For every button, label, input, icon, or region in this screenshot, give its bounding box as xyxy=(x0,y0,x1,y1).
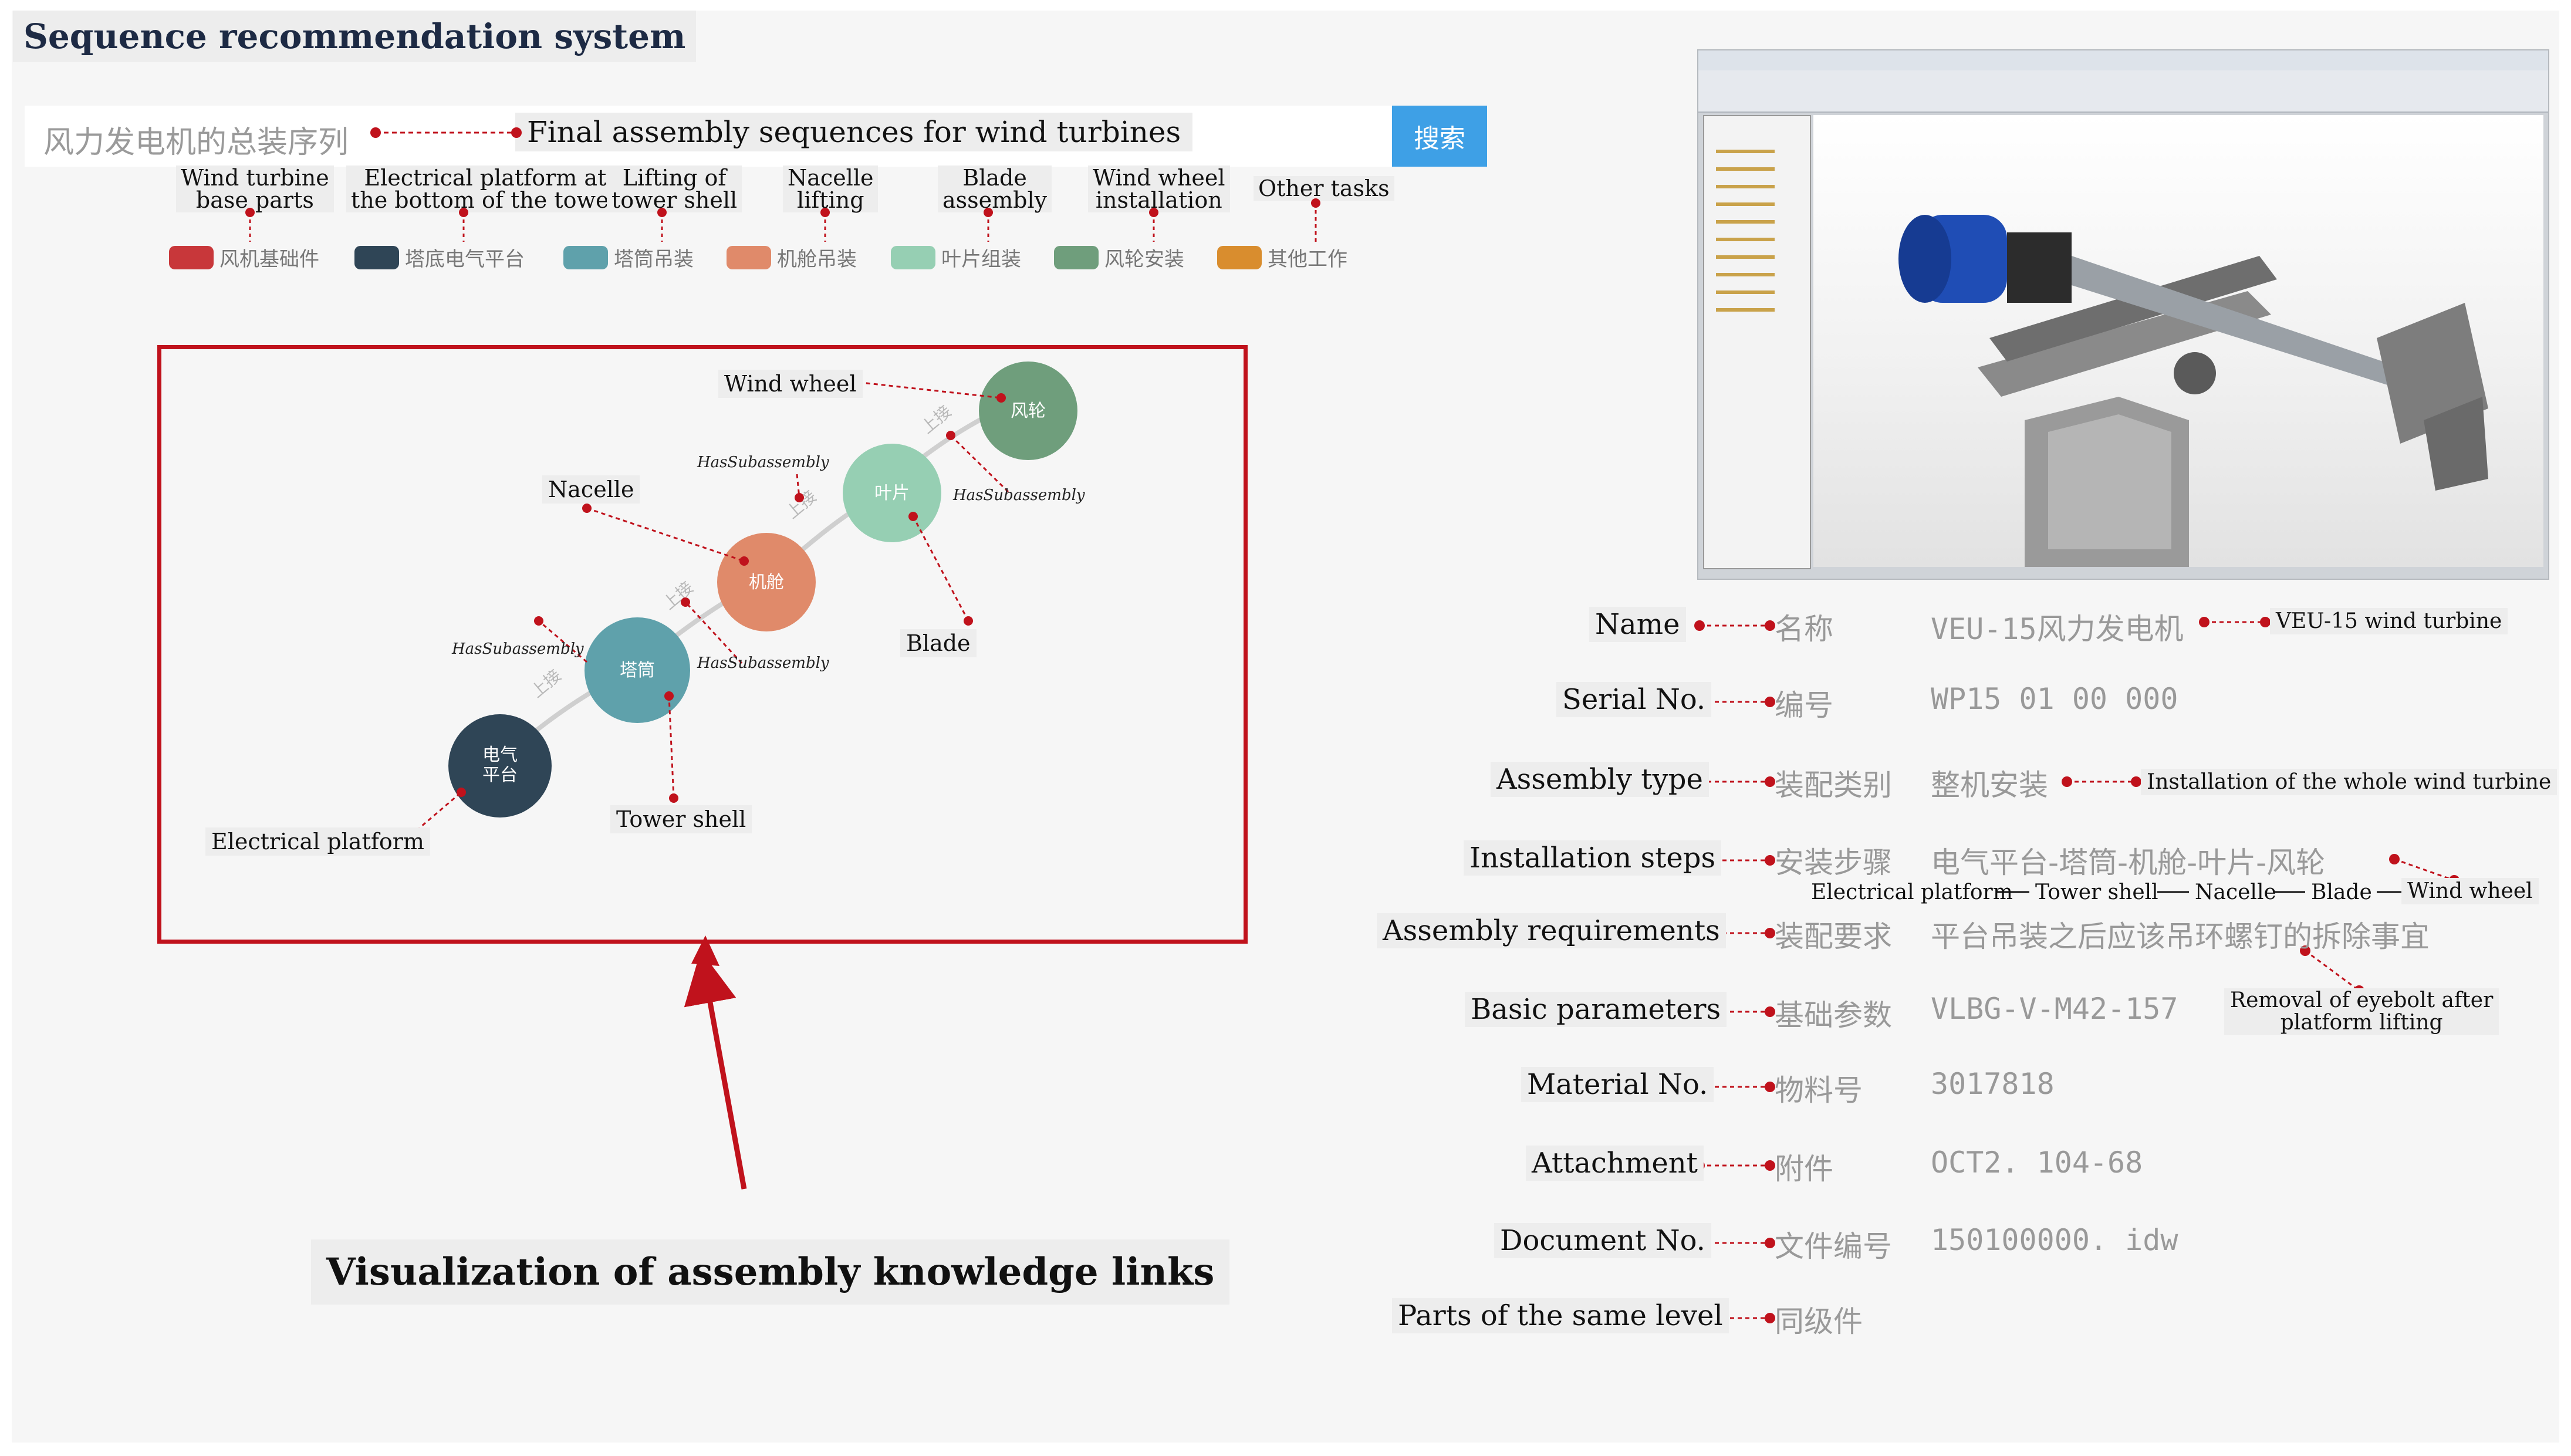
edge-label: 上接 xyxy=(659,577,697,613)
step-translation: Electrical platform xyxy=(1811,880,2013,904)
graph-node-blade[interactable]: 叶片 xyxy=(843,444,941,542)
property-note-assembly-type: Installation of the whole wind turbine xyxy=(2141,769,2558,795)
legend-swatch xyxy=(1217,245,1262,269)
property-label-serial: Serial No. xyxy=(1556,682,1712,717)
property-label-attachment: Attachment xyxy=(1526,1146,1704,1181)
category-label: Wind turbine base parts xyxy=(176,165,334,212)
graph-node-wind-wheel[interactable]: 风轮 xyxy=(979,362,1077,460)
visualization-caption: Visualization of assembly knowledge link… xyxy=(311,1239,1230,1305)
legend-swatch xyxy=(169,245,214,269)
property-key-installation-steps: 安装步骤 xyxy=(1775,846,1892,880)
property-value-assembly-type[interactable]: 整机安装 xyxy=(1931,768,2048,802)
wind-turbine-model-icon xyxy=(1898,215,2488,567)
property-key-attachment: 附件 xyxy=(1775,1152,1833,1186)
category-label: Lifting of tower shell xyxy=(607,165,742,212)
category-label: Wind wheel installation xyxy=(1088,165,1230,212)
legend-swatch xyxy=(563,245,608,269)
edge-label: 上接 xyxy=(782,487,820,522)
property-value-basic-parameters[interactable]: VLBG-V-M42-157 xyxy=(1931,992,2178,1026)
legend-swatch xyxy=(727,245,771,269)
property-note-name: VEU-15 wind turbine xyxy=(2270,608,2508,634)
search-translation: Final assembly sequences for wind turbin… xyxy=(515,113,1193,151)
property-key-name: 名称 xyxy=(1775,612,1833,646)
node-label: 叶片 xyxy=(874,483,910,504)
category-label: Other tasks xyxy=(1254,176,1394,201)
legend-swatch xyxy=(354,245,399,269)
cad-model-tree xyxy=(1703,115,1811,569)
node-label: 电气平台 xyxy=(482,745,518,786)
node-annotation: Nacelle xyxy=(542,475,640,504)
cad-3d-viewport[interactable] xyxy=(1813,115,2543,567)
property-value-attachment[interactable]: OCT2. 104-68 xyxy=(1931,1146,2143,1180)
legend-item[interactable]: 其他工作 xyxy=(1217,243,1347,272)
search-query-text: 风力发电机的总装序列 xyxy=(43,125,349,160)
category-label: Blade assembly xyxy=(938,165,1052,212)
node-label: 机舱 xyxy=(749,572,784,593)
property-key-document-no: 文件编号 xyxy=(1775,1229,1892,1264)
graph-node-electrical-platform[interactable]: 电气平台 xyxy=(448,714,552,817)
cad-menubar xyxy=(1698,50,2548,72)
relation-label: HasSubassembly xyxy=(697,454,829,471)
property-value-material-no[interactable]: 3017818 xyxy=(1931,1067,2055,1101)
relation-label: HasSubassembly xyxy=(952,487,1085,504)
legend-item[interactable]: 风轮安装 xyxy=(1054,243,1184,272)
relation-label: HasSubassembly xyxy=(451,640,584,658)
node-annotation: Wind wheel xyxy=(718,370,863,398)
category-label: Electrical platform at the bottom of the… xyxy=(346,165,624,212)
property-key-material-no: 物料号 xyxy=(1775,1073,1863,1107)
graph-node-tower-shell[interactable]: 塔筒 xyxy=(585,617,690,723)
legend-item[interactable]: 叶片组装 xyxy=(891,243,1021,272)
property-key-basic-parameters: 基础参数 xyxy=(1775,998,1892,1032)
edge-label: 上接 xyxy=(527,665,565,701)
legend-item[interactable]: 风机基础件 xyxy=(169,243,319,272)
property-value-assembly-requirements[interactable]: 平台吊装之后应该吊环螺钉的拆除事宜 xyxy=(1931,920,2430,954)
property-note-assembly-requirements: Removal of eyebolt after platform liftin… xyxy=(2224,988,2499,1035)
cad-screenshot xyxy=(1697,49,2549,580)
legend-swatch xyxy=(1054,245,1099,269)
property-value-name[interactable]: VEU-15风力发电机 xyxy=(1931,612,2184,646)
property-key-same-level-parts: 同级件 xyxy=(1775,1305,1863,1339)
property-label-assembly-requirements: Assembly requirements xyxy=(1377,913,1726,948)
search-button[interactable]: 搜索 xyxy=(1392,106,1487,167)
property-key-assembly-requirements: 装配要求 xyxy=(1775,920,1892,954)
step-translation: Nacelle xyxy=(2195,880,2276,904)
property-key-assembly-type: 装配类别 xyxy=(1775,768,1892,802)
node-label: 风轮 xyxy=(1011,401,1046,421)
property-value-serial[interactable]: WP15 01 00 000 xyxy=(1931,682,2178,716)
property-label-assembly-type: Assembly type xyxy=(1491,762,1709,797)
step-translation: Tower shell xyxy=(2035,880,2158,904)
property-note-installation-steps: Wind wheel xyxy=(2401,878,2539,904)
property-key-serial: 编号 xyxy=(1775,688,1833,722)
page-title: Sequence recommendation system xyxy=(13,11,697,62)
legend-item[interactable]: 塔筒吊装 xyxy=(563,243,694,272)
node-label: 塔筒 xyxy=(620,660,655,681)
legend-swatch xyxy=(891,245,935,269)
property-label-document-no: Document No. xyxy=(1494,1223,1711,1258)
property-label-material-no: Material No. xyxy=(1521,1067,1714,1102)
relation-label: HasSubassembly xyxy=(697,654,829,672)
property-label-name: Name xyxy=(1589,607,1686,642)
cad-toolbar xyxy=(1698,70,2548,113)
node-annotation: Tower shell xyxy=(610,805,752,833)
property-label-same-level-parts: Parts of the same level xyxy=(1392,1298,1729,1333)
property-label-installation-steps: Installation steps xyxy=(1464,840,1722,876)
legend-item[interactable]: 塔底电气平台 xyxy=(354,243,525,272)
step-translation: Blade xyxy=(2311,880,2372,904)
node-annotation: Electrical platform xyxy=(205,827,430,856)
node-annotation: Blade xyxy=(900,629,977,657)
property-value-document-no[interactable]: 150100000. idw xyxy=(1931,1223,2178,1257)
property-label-basic-parameters: Basic parameters xyxy=(1465,992,1727,1027)
category-label: Nacelle lifting xyxy=(783,165,879,212)
legend-item[interactable]: 机舱吊装 xyxy=(727,243,857,272)
property-value-installation-steps[interactable]: 电气平台-塔筒-机舱-叶片-风轮 xyxy=(1931,846,2326,880)
graph-node-nacelle[interactable]: 机舱 xyxy=(717,533,816,631)
